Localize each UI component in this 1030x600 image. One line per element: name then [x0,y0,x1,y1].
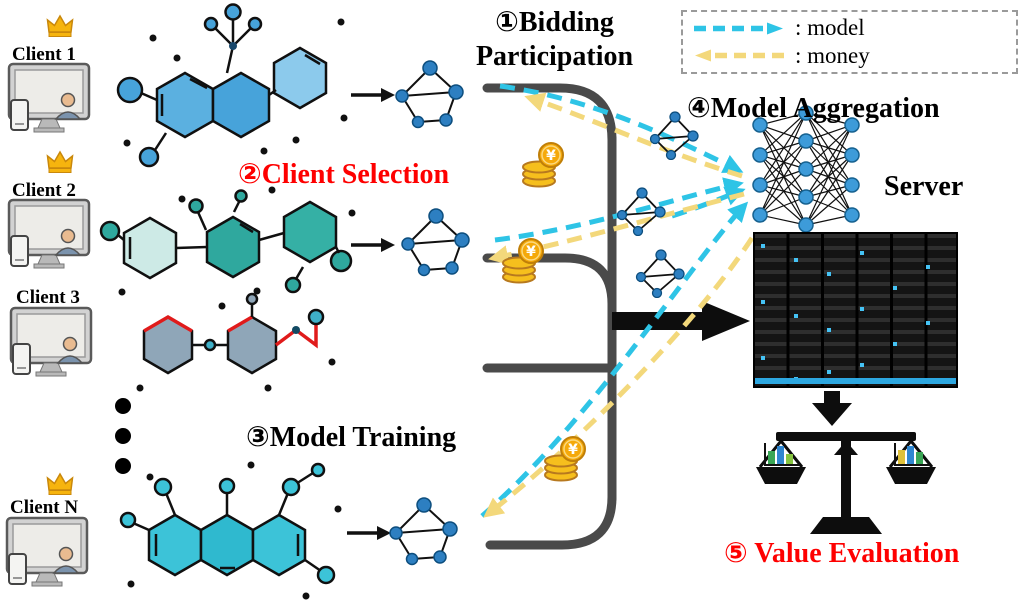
server-base-strip [755,378,956,384]
client-1-label: Client 1 [12,44,76,65]
yen-coin-icon [522,142,564,188]
more-clients-ellipsis-icon [115,398,131,474]
balance-scale-icon [756,432,936,534]
coin-stack-icon: ¥ [544,436,586,482]
right-arrow-icon [350,237,396,253]
label-model-aggregation: ④Model Aggregation [687,93,940,124]
client-device-icon [8,306,104,380]
molecule-to-graph-arrows [346,87,396,541]
molecule-client3 [136,292,336,392]
label-bidding-line1: ①Bidding [495,7,614,38]
aggregate-arrow [612,301,750,341]
crown-icon [46,14,74,38]
model-arrow-icon [694,22,783,35]
client-3-label: Client 3 [16,287,80,308]
label-server: Server [884,171,964,202]
crown-icon [46,472,74,496]
molecule-clientN [119,461,342,600]
label-model-training: ③Model Training [246,422,457,453]
legend-model-label: : model [795,15,865,41]
molecule-client1 [116,3,348,168]
right-arrow-icon [350,87,396,103]
client-2-label: Client 2 [12,180,76,201]
molecule-client2 [99,186,356,296]
coin-stack-icon: ¥ [522,142,564,188]
client-device-icon [4,516,100,590]
neural-network-icon [752,105,860,233]
label-client-selection: ②Client Selection [238,159,450,190]
money-arrow-icon [695,49,784,62]
graph-client2-icon [401,208,470,277]
server-rack-image [753,232,958,388]
label-value-evaluation: ⑤ Value Evaluation [724,538,960,569]
yen-symbol: ¥ [526,244,536,260]
server-lights [761,244,765,248]
legend-box: : model : money [681,10,1018,74]
label-bidding-line2: Participation [475,40,634,72]
evaluation-arrow [812,391,852,426]
yen-coin-icon [544,436,586,482]
legend-row-model: : model [693,15,1006,41]
label-bidding-participation: ①Bidding Participation [452,6,657,73]
model-flow-arrows [480,83,749,518]
coin-stack-icon: ¥ [502,238,544,284]
crown-icon [46,150,74,174]
legend-money-label: : money [795,42,870,68]
client-device-icon [6,198,102,272]
yen-coin-icon [502,238,544,284]
yen-symbol: ¥ [568,442,578,458]
mini-bar-chart-right [894,443,929,466]
client-device-icon [6,62,102,136]
yen-symbol: ¥ [546,148,556,164]
legend-row-money: : money [693,43,1006,69]
client-N-label: Client N [10,497,79,518]
mini-bar-chart-left [764,443,799,466]
graph-clientN-icon [389,497,458,566]
right-arrow-icon [346,525,392,541]
